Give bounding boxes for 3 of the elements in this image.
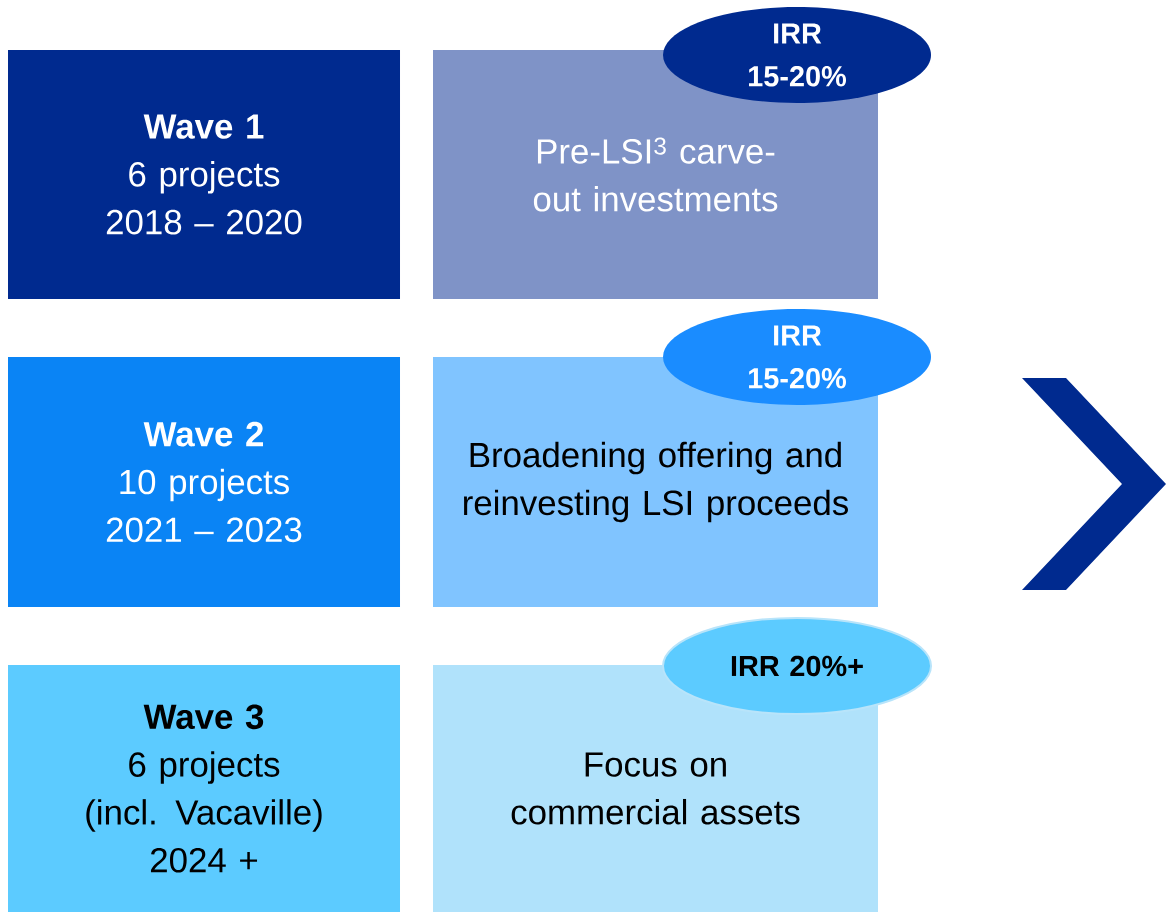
wave-box: Wave 2 10 projects 2021 – 2023	[8, 357, 400, 607]
wave-box: Wave 3 6 projects (incl. Vacaville) 2024 +	[8, 665, 400, 912]
wave-box: Wave 1 6 projects 2018 – 2020	[8, 50, 400, 299]
